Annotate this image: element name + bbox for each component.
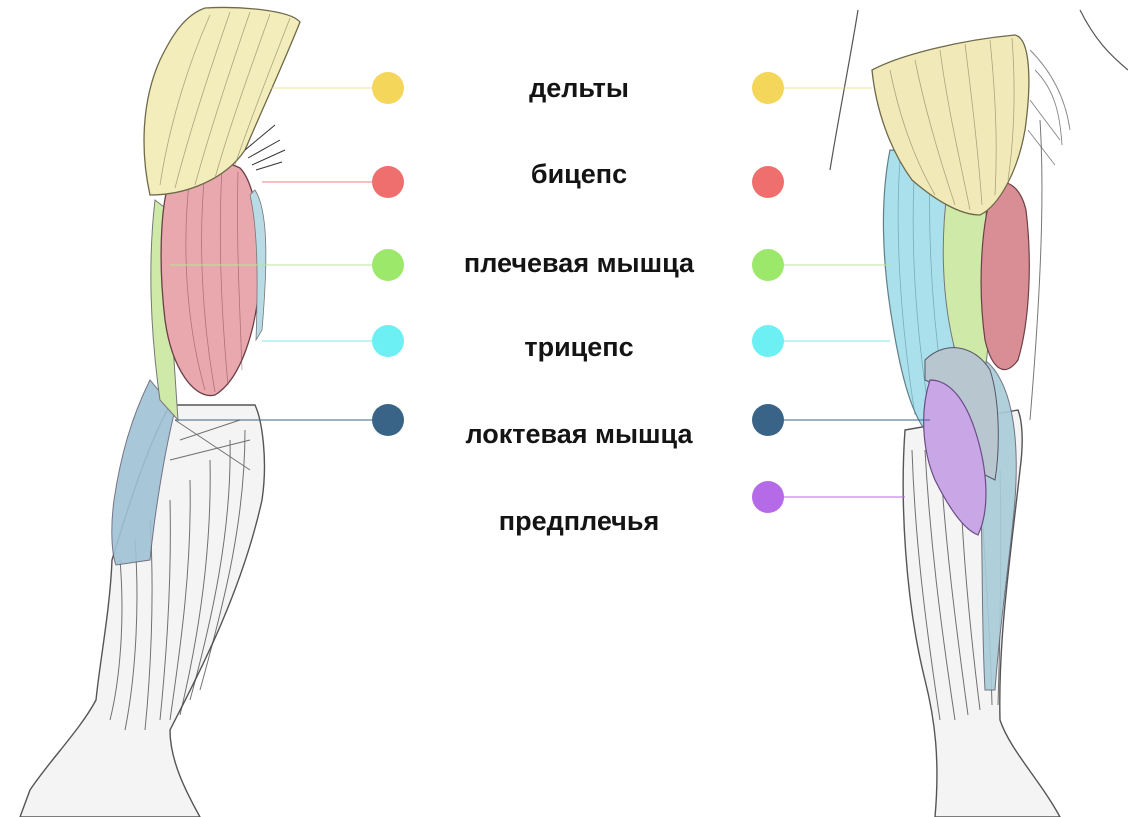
left-biceps [161, 161, 260, 395]
right-biceps [981, 182, 1029, 369]
label-anconeus: локтевая мышца [394, 418, 764, 450]
label-forearms: предплечья [394, 505, 764, 537]
label-biceps: бицепс [394, 158, 764, 190]
right-arm-illustration [830, 10, 1128, 817]
left-arm-illustration [20, 8, 300, 817]
label-triceps: трицепс [394, 331, 764, 363]
label-brachialis: плечевая мышца [394, 247, 764, 279]
label-delts: дельты [394, 72, 764, 104]
